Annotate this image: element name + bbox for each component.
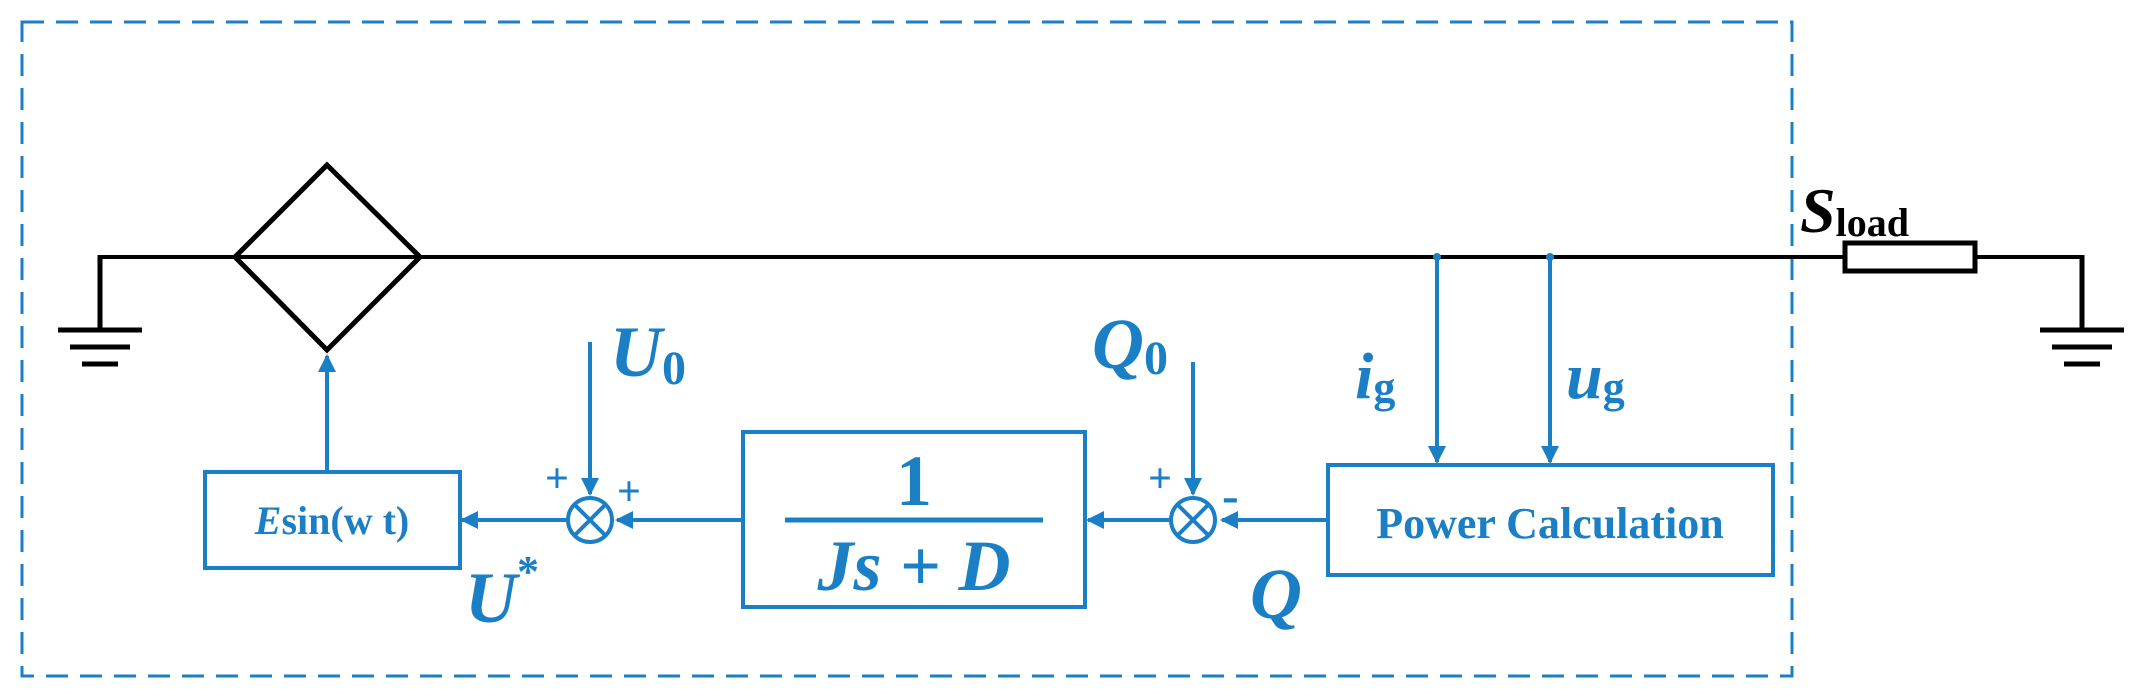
u0-label: U0: [610, 312, 686, 395]
voltage-generator-label: Esin(w t): [254, 498, 409, 543]
controller-boundary: [20, 20, 1794, 678]
ground-right-icon: [2040, 255, 2124, 367]
power-calculation-label: Power Calculation: [1376, 499, 1724, 548]
summing-junction-u: [566, 496, 614, 544]
power-calculation-block: [1326, 463, 1775, 577]
ig-label: ig: [1355, 340, 1395, 413]
load-label: Sload: [1800, 175, 1909, 246]
sum1-plus-right-sign: +: [617, 469, 641, 515]
u-star-label: U*: [465, 547, 539, 638]
ground-left-icon: [58, 255, 142, 367]
transfer-function-numerator: 1: [896, 441, 932, 521]
q-label: Q: [1250, 554, 1302, 634]
transfer-function-denominator: Js + D: [816, 526, 1010, 606]
q0-label: Q0: [1092, 304, 1168, 385]
load-resistor-icon: [1842, 240, 1978, 274]
sum1-plus-left-sign: +: [545, 456, 569, 502]
summing-junction-q: [1169, 496, 1217, 544]
voltage-generator-block: [203, 470, 462, 570]
ug-label: ug: [1566, 340, 1625, 413]
sum2-minus-sign: -: [1222, 467, 1239, 523]
sum2-plus-sign: +: [1148, 456, 1172, 502]
